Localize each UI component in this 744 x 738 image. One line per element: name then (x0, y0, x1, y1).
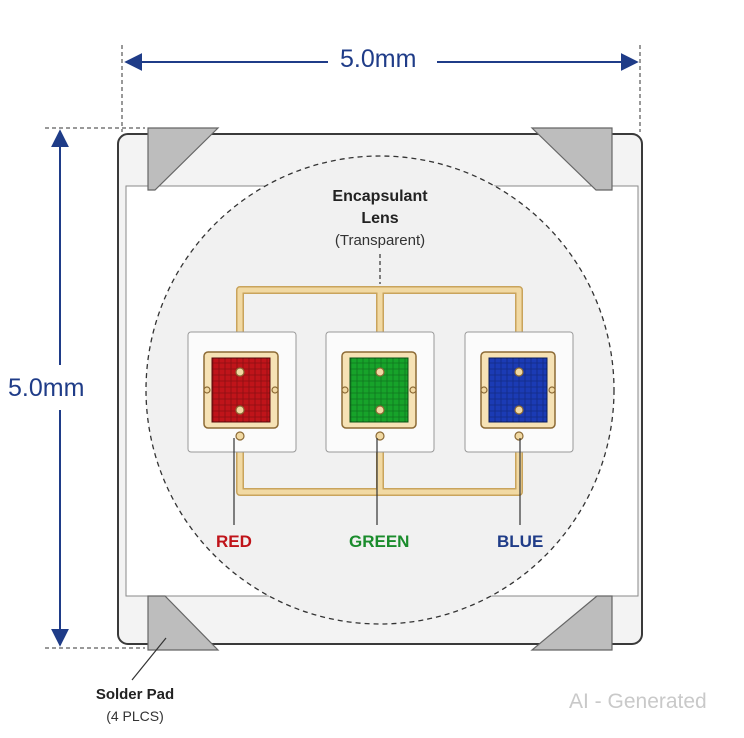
chip-label-red: RED (216, 532, 252, 551)
solder-pad-title: Solder Pad (95, 686, 175, 703)
width-dimension (121, 45, 641, 132)
watermark-text: AI - Generated (569, 690, 707, 713)
solder-pad-subtitle: (4 PLCS) (106, 708, 164, 724)
chip-label-green: GREEN (349, 532, 410, 551)
chip-blue (464, 331, 574, 453)
height-dimension (45, 127, 145, 649)
lens-title-line2: Lens (361, 210, 399, 227)
lens-title-line1: Encapsulant (332, 188, 428, 205)
width-dimension-label: 5.0mm (340, 45, 417, 73)
lens-subtitle: (Transparent) (334, 232, 426, 249)
bond-pads (203, 367, 556, 441)
chip-label-blue: BLUE (497, 532, 544, 551)
solder-pad-leader-line (131, 637, 167, 681)
chip-red (187, 331, 297, 453)
chip-leader-lines (233, 438, 521, 525)
solder-pads (147, 127, 613, 651)
height-dimension-label: 5.0mm (8, 374, 85, 402)
